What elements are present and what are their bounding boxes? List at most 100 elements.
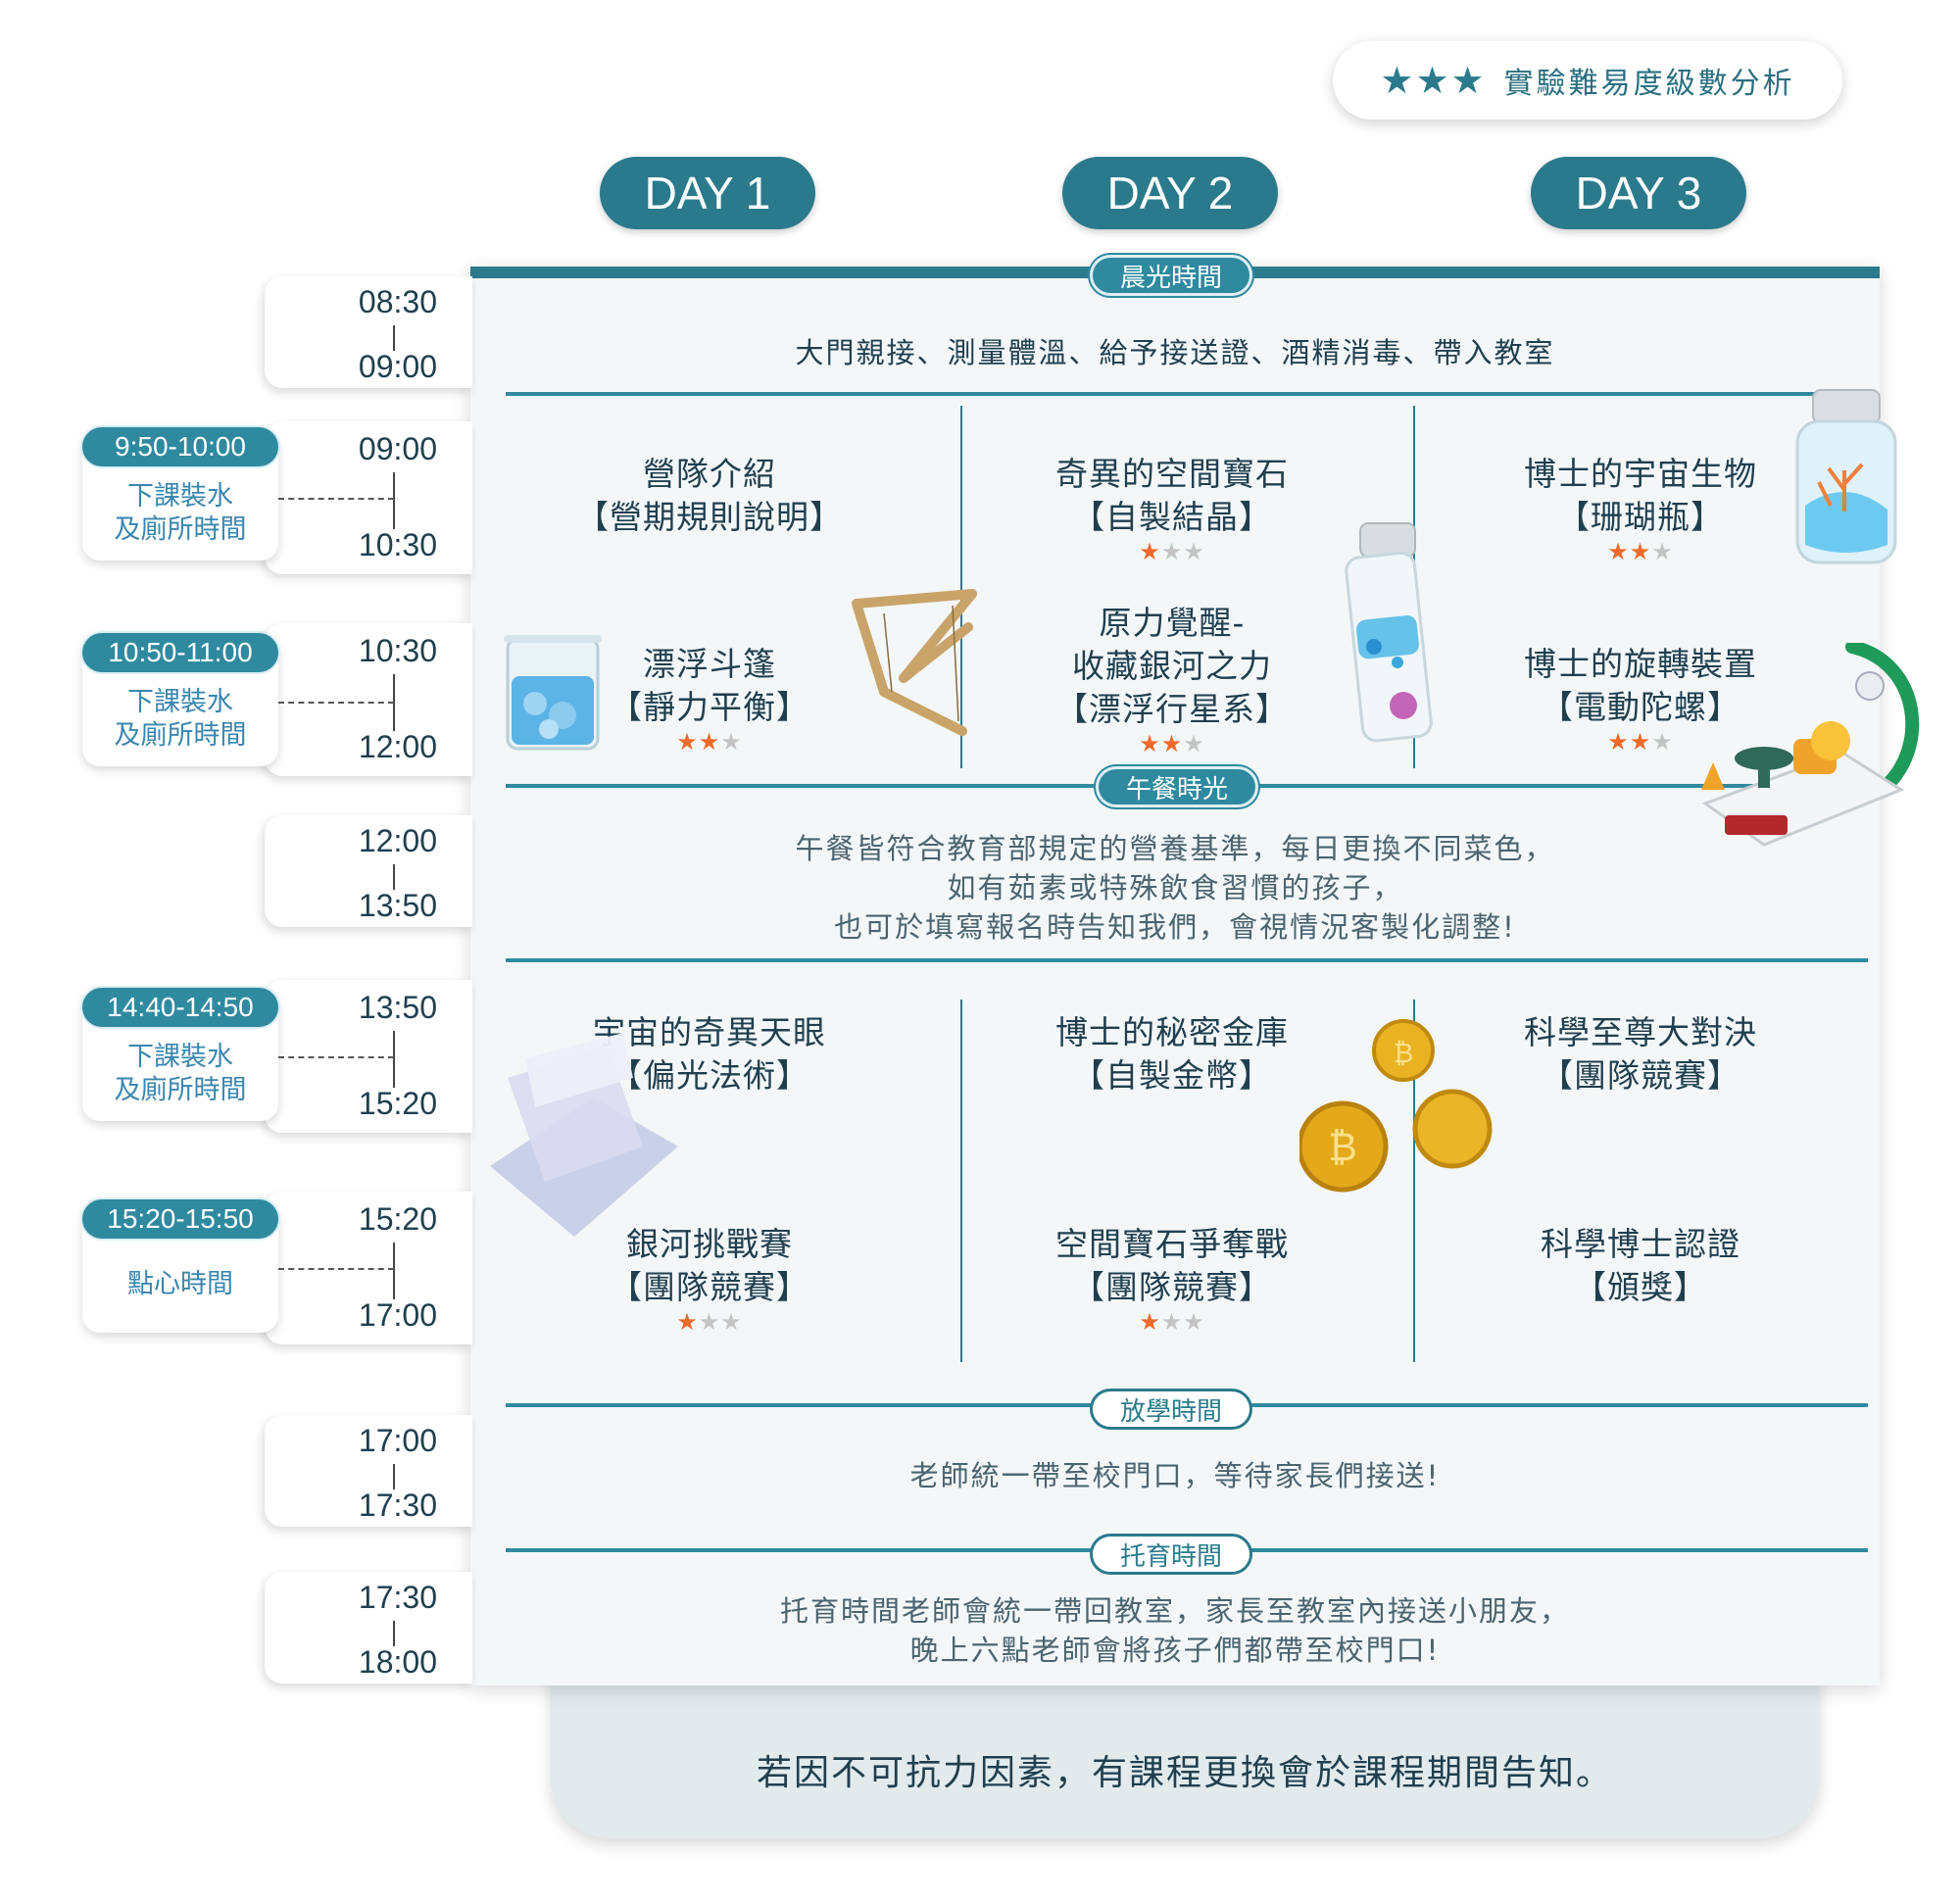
gyroscope-kit-icon (1701, 643, 1920, 847)
difficulty-stars: ★★★ (1435, 539, 1846, 564)
time-start: 12:00 (358, 823, 437, 858)
time-end: 17:00 (358, 1297, 437, 1333)
day-1-header: DAY 1 (600, 157, 815, 229)
star-empty-icon: ★ (1183, 538, 1205, 565)
activity-day1-intro: 營隊介紹 【營期規則說明】 (504, 453, 915, 539)
beaker-icon (504, 635, 602, 751)
activity-title: 漂浮斗篷 (643, 645, 776, 683)
break-label: 下課裝水 及廁所時間 (82, 1041, 278, 1107)
break-label: 下課裝水 及廁所時間 (82, 686, 278, 753)
star-empty-icon: ★ (1183, 730, 1205, 757)
time-end: 10:30 (358, 527, 437, 562)
time-end: 15:20 (358, 1086, 437, 1121)
section-pill-dismiss: 放學時間 (1090, 1389, 1252, 1430)
activity-title: 銀河挑戰賽 (626, 1225, 793, 1263)
notice-card: 若因不可抗力因素，有課程更換會於課程期間告知。 (551, 1666, 1819, 1838)
activity-day2-galaxy: 原力覺醒- 收藏銀河之力 【漂浮行星系】 ★★★ (966, 602, 1378, 756)
activity-day1-challenge: 銀河挑戰賽 【團隊競賽】 ★★★ (504, 1223, 915, 1335)
break-label-line: 及廁所時間 (114, 1075, 247, 1105)
break-connector (278, 498, 394, 500)
break-label-line: 點心時間 (127, 1269, 233, 1299)
activity-title-prefix: 原力覺醒- (1099, 604, 1246, 642)
lunch-line: 午餐皆符合教育部規定的營養基準，每日更換不同菜色， (795, 832, 1555, 865)
star-empty-icon: ★ (1183, 1308, 1205, 1336)
break-time-pill: 14:40-14:50 (80, 986, 280, 1029)
difficulty-stars: ★★★ (966, 1309, 1378, 1335)
star-filled-icon: ★ (1160, 730, 1184, 757)
time-connector (393, 1243, 395, 1299)
star-filled-icon: ★ (1607, 538, 1630, 565)
difficulty-stars: ★★★ (966, 731, 1378, 756)
difficulty-stars: ★★★ (504, 729, 915, 755)
svg-text:₿: ₿ (1328, 1125, 1357, 1170)
break-label-line: 下課裝水 (127, 687, 233, 717)
time-start: 17:00 (358, 1423, 437, 1458)
break-card: 10:50-11:00 下課裝水 及廁所時間 (80, 631, 280, 766)
time-end: 18:00 (358, 1644, 437, 1680)
time-end: 17:30 (358, 1488, 437, 1523)
break-connector (278, 702, 394, 704)
lunch-line: 也可於填寫報名時告知我們，會視情況客製化調整! (834, 910, 1516, 944)
difficulty-legend: ★★★ 實驗難易度級數分析 (1333, 41, 1842, 120)
care-text: 托育時間老師會統一帶回教室，家長至教室內接送小朋友， 晚上六點老師會將孩子們都帶… (470, 1591, 1880, 1670)
time-connector (393, 1031, 395, 1088)
activity-subtitle: 【團隊競賽】 (610, 1268, 809, 1306)
star-empty-icon: ★ (698, 1308, 721, 1336)
activity-subtitle: 【靜力平衡】 (610, 688, 809, 726)
break-connector (278, 1268, 394, 1270)
time-connector (393, 1621, 395, 1646)
stick-structure-icon (852, 589, 977, 736)
activity-title: 空間寶石爭奪戰 (1055, 1225, 1289, 1263)
column-divider (960, 406, 962, 768)
activity-subtitle: 【漂浮行星系】 (1055, 690, 1289, 728)
break-label-line: 下課裝水 (127, 1042, 233, 1072)
activity-subtitle: 【頒獎】 (1574, 1268, 1707, 1306)
activity-subtitle: 【營期規則說明】 (576, 498, 843, 536)
break-label-line: 及廁所時間 (114, 514, 247, 545)
break-card: 15:20-15:50 點心時間 (80, 1197, 280, 1333)
coral-jar-icon (1795, 389, 1897, 564)
activity-day3-contest: 科學至尊大對決 【團隊競賽】 (1435, 1011, 1846, 1098)
activity-subtitle: 【團隊競賽】 (1072, 1268, 1272, 1306)
activity-day3-coral: 博士的宇宙生物 【珊瑚瓶】 ★★★ (1435, 453, 1846, 564)
activity-title: 收藏銀河之力 (1072, 647, 1272, 685)
star-filled-icon: ★ (1629, 728, 1652, 756)
break-label: 點心時間 (82, 1268, 278, 1301)
activity-title: 博士的宇宙生物 (1524, 455, 1757, 493)
time-connector (393, 674, 395, 731)
star-empty-icon: ★ (1160, 1308, 1184, 1336)
schedule-panel (470, 267, 1880, 1685)
break-connector (278, 1056, 394, 1058)
break-card: 14:40-14:50 下課裝水 及廁所時間 (80, 986, 280, 1121)
column-divider (1413, 1000, 1415, 1362)
star-empty-icon: ★ (1651, 728, 1674, 756)
polarizer-sheets-icon (490, 1033, 678, 1237)
star-filled-icon: ★ (676, 1308, 699, 1336)
break-label-line: 及廁所時間 (114, 720, 247, 751)
activity-title: 博士的秘密金庫 (1055, 1013, 1289, 1051)
star-filled-icon: ★ (1139, 1308, 1161, 1336)
activity-day2-gem-battle: 空間寶石爭奪戰 【團隊競賽】 ★★★ (966, 1223, 1378, 1335)
star-empty-icon: ★ (720, 728, 743, 756)
activity-title: 科學博士認證 (1541, 1225, 1740, 1263)
time-start: 13:50 (358, 990, 437, 1025)
time-start: 15:20 (358, 1201, 437, 1237)
care-line: 托育時間老師會統一帶回教室，家長至教室內接送小朋友， (779, 1594, 1570, 1628)
time-start: 17:30 (358, 1580, 437, 1615)
divider-afternoon (506, 958, 1868, 962)
activity-subtitle: 【自製金幣】 (1072, 1056, 1272, 1095)
activity-day2-coins: 博士的秘密金庫 【自製金幣】 (966, 1011, 1378, 1098)
time-connector (393, 472, 395, 529)
activity-title: 營隊介紹 (643, 455, 776, 493)
difficulty-stars: ★★★ (504, 1309, 915, 1335)
activity-subtitle: 【團隊競賽】 (1541, 1056, 1740, 1095)
activity-title: 奇異的空間寶石 (1055, 455, 1289, 493)
break-card: 9:50-10:00 下課裝水 及廁所時間 (80, 425, 280, 561)
break-time-pill: 10:50-11:00 (80, 631, 280, 674)
day-3-header: DAY 3 (1531, 157, 1746, 229)
break-time-pill: 9:50-10:00 (80, 425, 280, 468)
break-label-line: 下課裝水 (127, 481, 233, 512)
activity-day3-award: 科學博士認證 【頒獎】 (1435, 1223, 1846, 1309)
svg-text:₿: ₿ (1394, 1037, 1414, 1069)
activity-day2-crystal: 奇異的空間寶石 【自製結晶】 ★★★ (966, 453, 1378, 564)
